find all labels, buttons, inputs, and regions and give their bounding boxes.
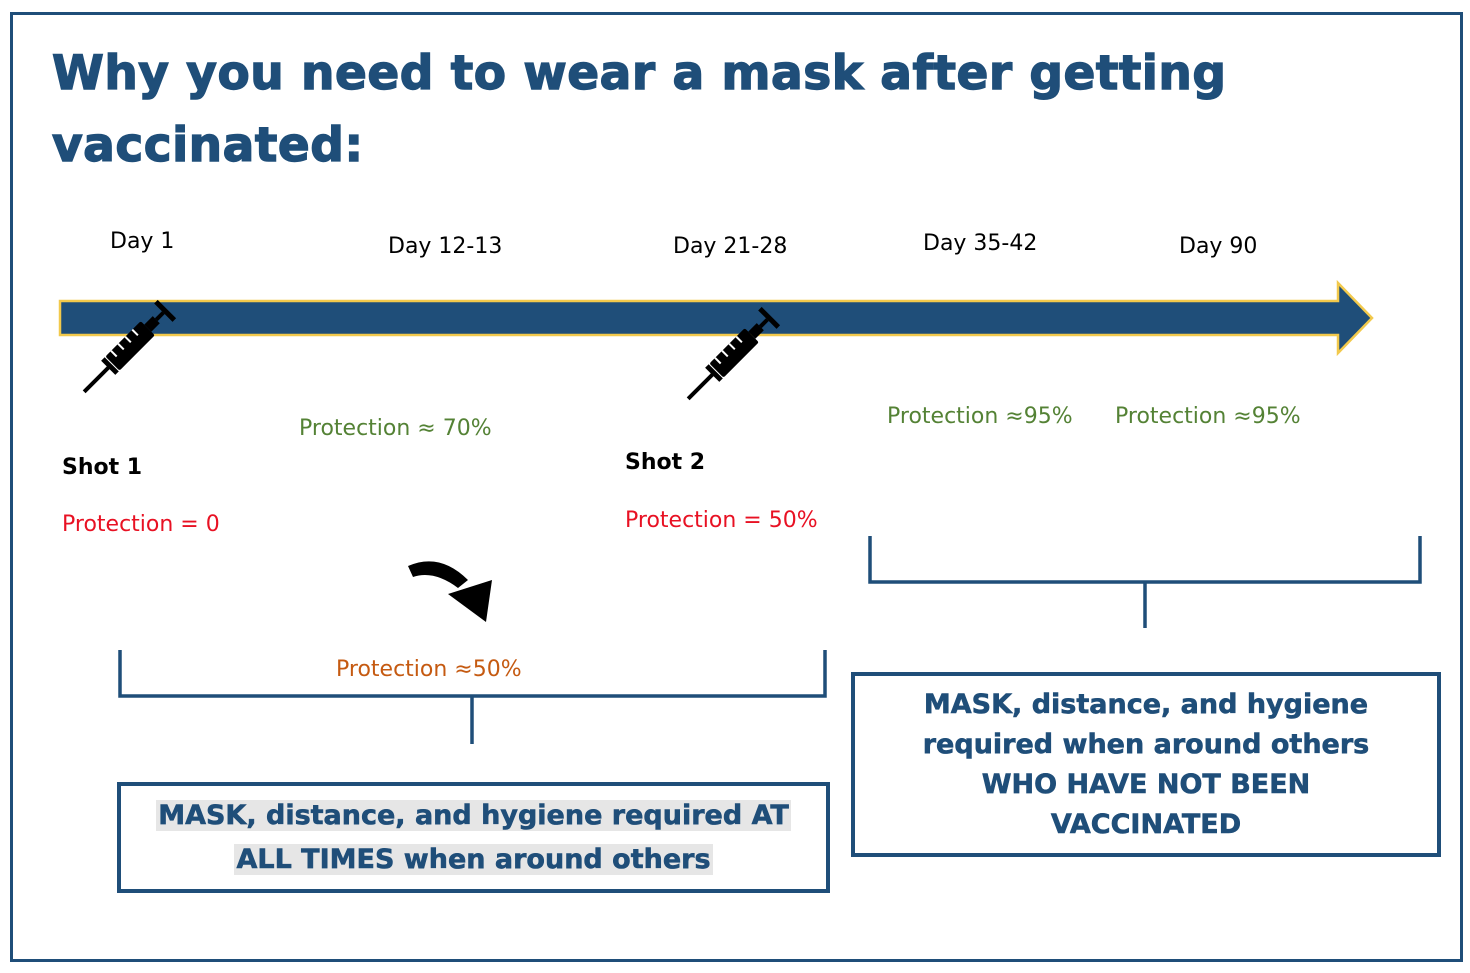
bracket-left [118,650,827,744]
day-label-12-13: Day 12-13 [388,234,503,259]
box-left-line-2: ALL TIMES when around others [234,843,713,875]
day-label-21-28: Day 21-28 [673,234,788,259]
day-label-1: Day 1 [110,229,175,254]
mask-always-box: MASK, distance, and hygiene required AT … [117,782,830,893]
page-title: Why you need to wear a mask after gettin… [51,45,1227,173]
day-label-35-42: Day 35-42 [923,231,1038,256]
protection-day12: Protection ≈ 70% [299,416,492,441]
protection-day90: Protection ≈95% [1115,404,1301,429]
box-right-line-4: VACCINATED [1050,808,1242,840]
box-right-line-3: WHO HAVE NOT BEEN [981,768,1311,800]
shot-2-protection: Protection = 50% [625,508,818,533]
box-right-line-2: required when around others [922,728,1370,760]
day-label-90: Day 90 [1179,234,1258,259]
protection-bracket-left: Protection ≈50% [336,657,522,682]
syringe-icon [686,306,781,401]
bracket-right [868,536,1422,628]
timeline-arrow [58,279,1374,357]
box-left-line-1: MASK, distance, and hygiene required AT [156,799,791,831]
protection-day35: Protection ≈95% [887,404,1073,429]
mask-unvaccinated-box: MASK, distance, and hygiene required whe… [851,672,1441,857]
box-right-line-1: MASK, distance, and hygiene [923,688,1369,720]
syringe-icon [82,299,177,394]
shot-1-label: Shot 1 [62,455,143,480]
shot-2-label: Shot 2 [625,450,706,475]
diagram-frame [10,12,1463,962]
shot-1-protection: Protection = 0 [62,512,220,537]
curved-arrow-icon [408,561,492,622]
